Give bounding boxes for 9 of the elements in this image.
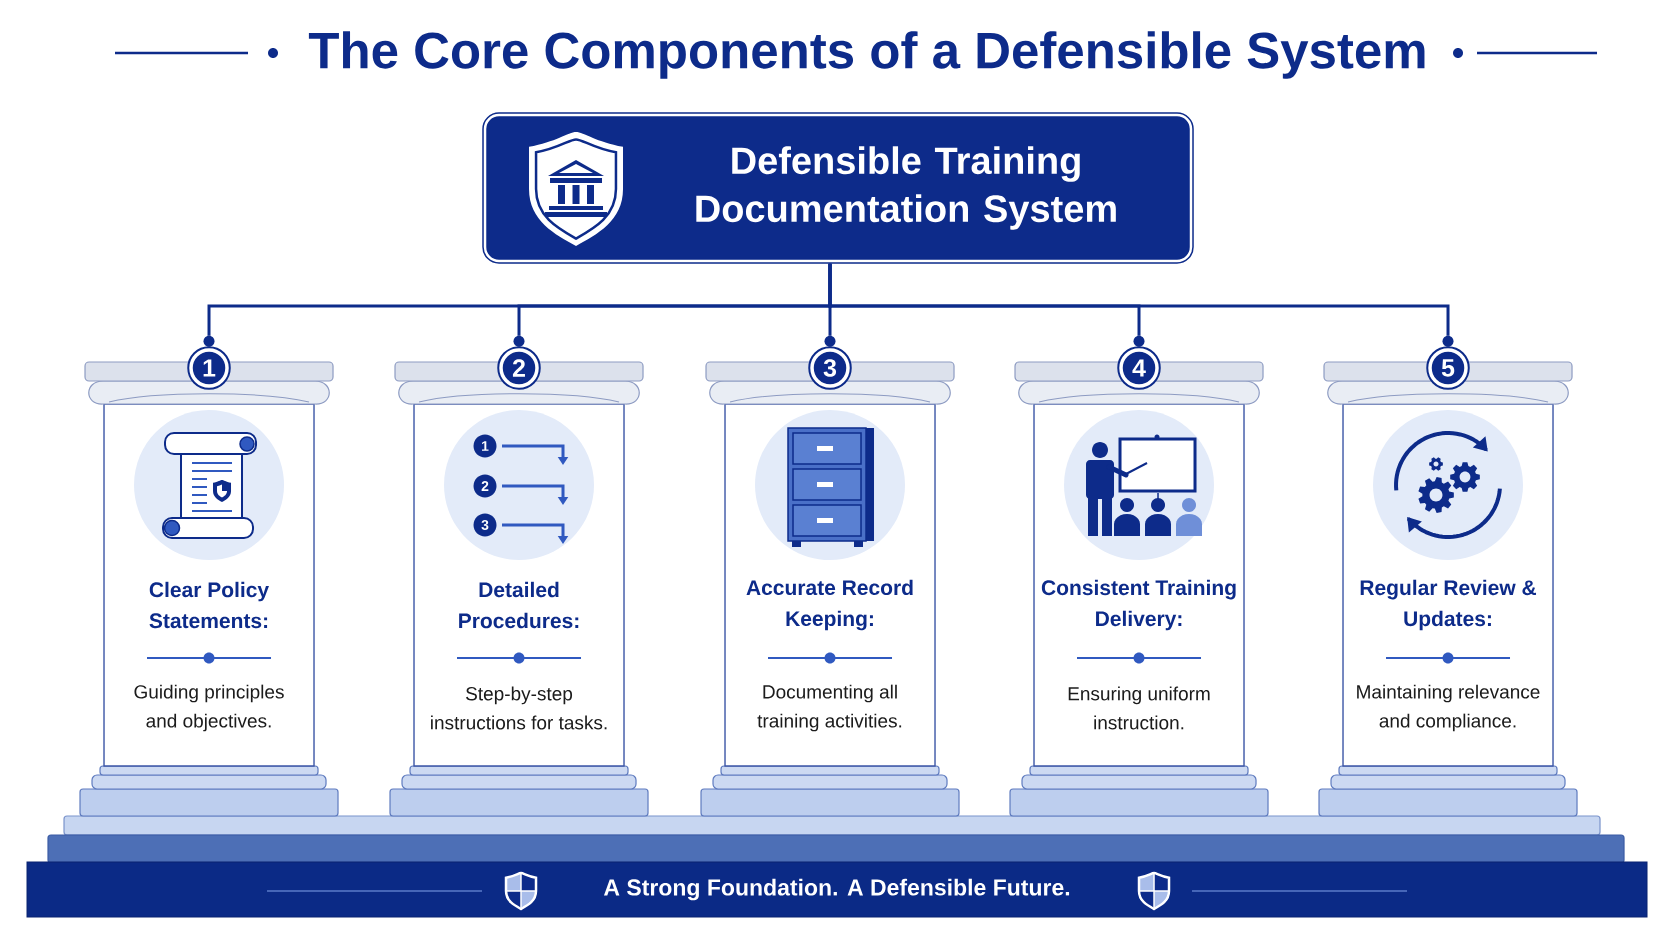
number-badge: 5 [1426,335,1470,390]
system-box: Defensible Training Documentation System [482,112,1194,264]
number-badge: 2 [497,335,541,390]
title: The Core Components of a Defensible System [308,31,1425,79]
connector [828,263,1450,336]
number-badge: 3 [808,335,852,390]
number-badge: 1 [187,335,231,390]
foundation-banner: A Strong Foundation. A Defensible Future. [26,861,1648,918]
number-badge: 4 [1117,335,1161,390]
